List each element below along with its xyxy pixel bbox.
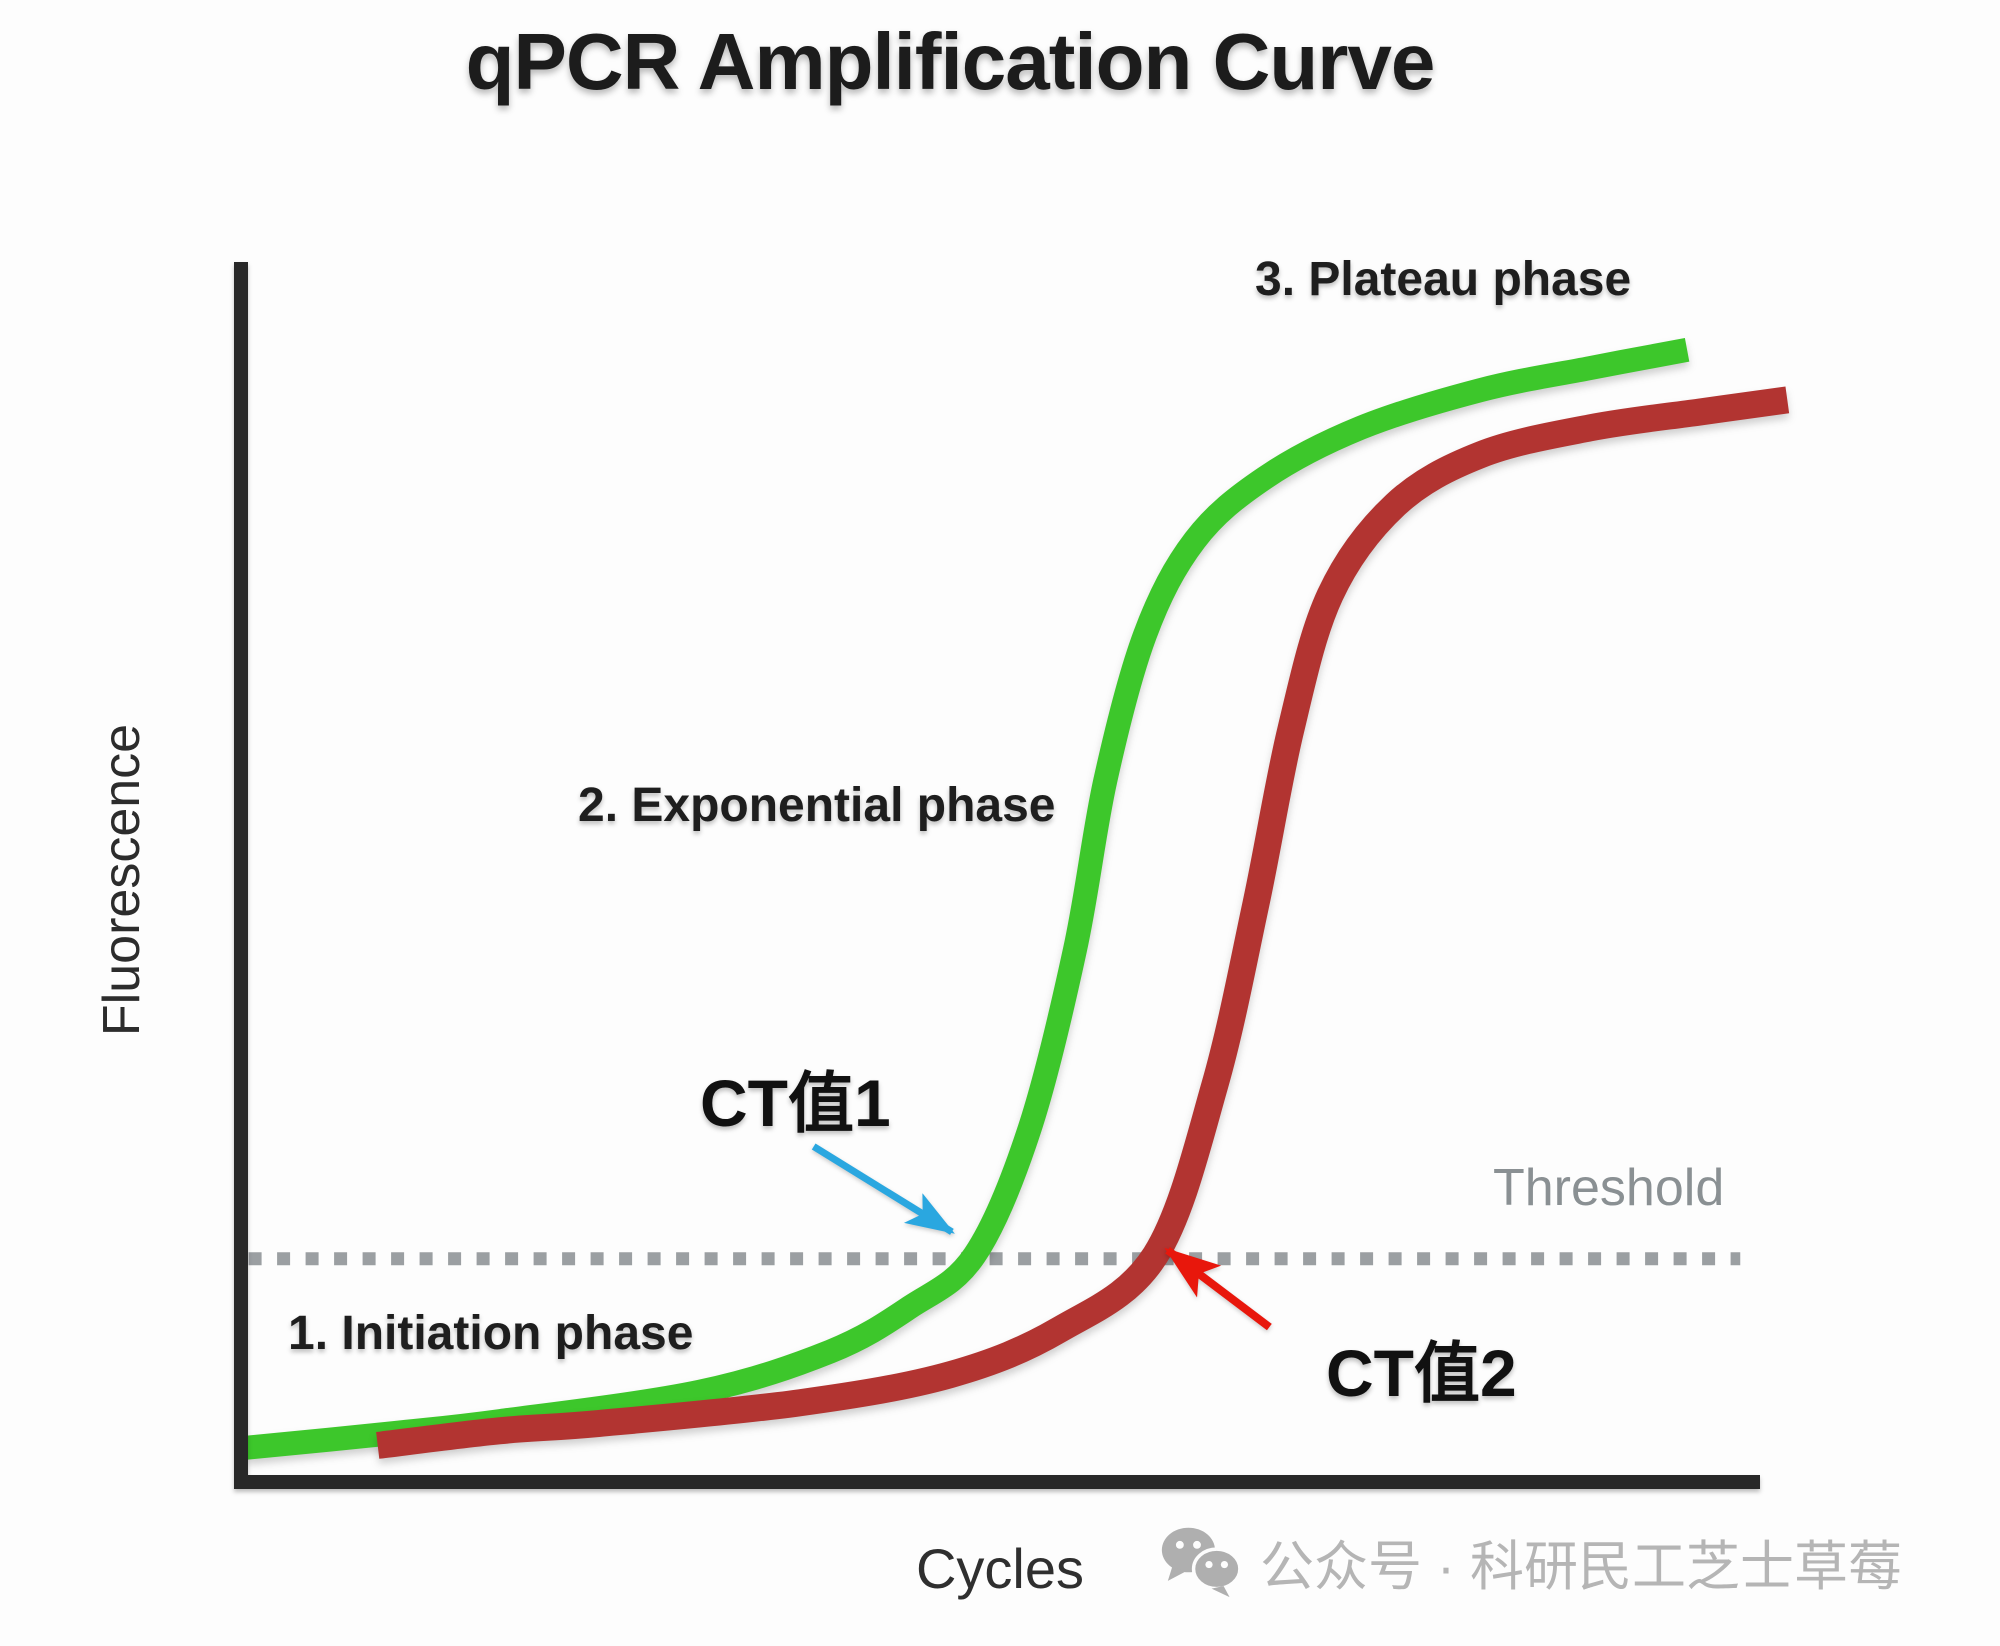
ct1-arrow bbox=[811, 1143, 955, 1235]
wechat-icon bbox=[1161, 1527, 1242, 1597]
exponential-phase-label: 2. Exponential phase bbox=[578, 779, 1056, 832]
ct2-arrow bbox=[1164, 1247, 1272, 1331]
ct2-label: CT值2 bbox=[1326, 1336, 1517, 1410]
initiation-phase-label: 1. Initiation phase bbox=[288, 1307, 694, 1360]
red-curve bbox=[376, 386, 1790, 1459]
threshold-label: Threshold bbox=[1493, 1159, 1725, 1217]
ct1-label: CT值1 bbox=[700, 1066, 891, 1140]
green-curve bbox=[244, 338, 1690, 1460]
watermark-text: 公众号 · 科研民工芝士草莓 bbox=[1260, 1537, 1902, 1597]
watermark: 公众号 · 科研民工芝士草莓 bbox=[1160, 1522, 1902, 1601]
plateau-phase-label: 3. Plateau phase bbox=[1255, 253, 1632, 306]
y-axis-label: Fluorescence bbox=[93, 723, 151, 1037]
page-title: qPCR Amplification Curve bbox=[465, 17, 1436, 106]
x-axis-label: Cycles bbox=[915, 1537, 1085, 1600]
axes bbox=[234, 262, 1760, 1489]
